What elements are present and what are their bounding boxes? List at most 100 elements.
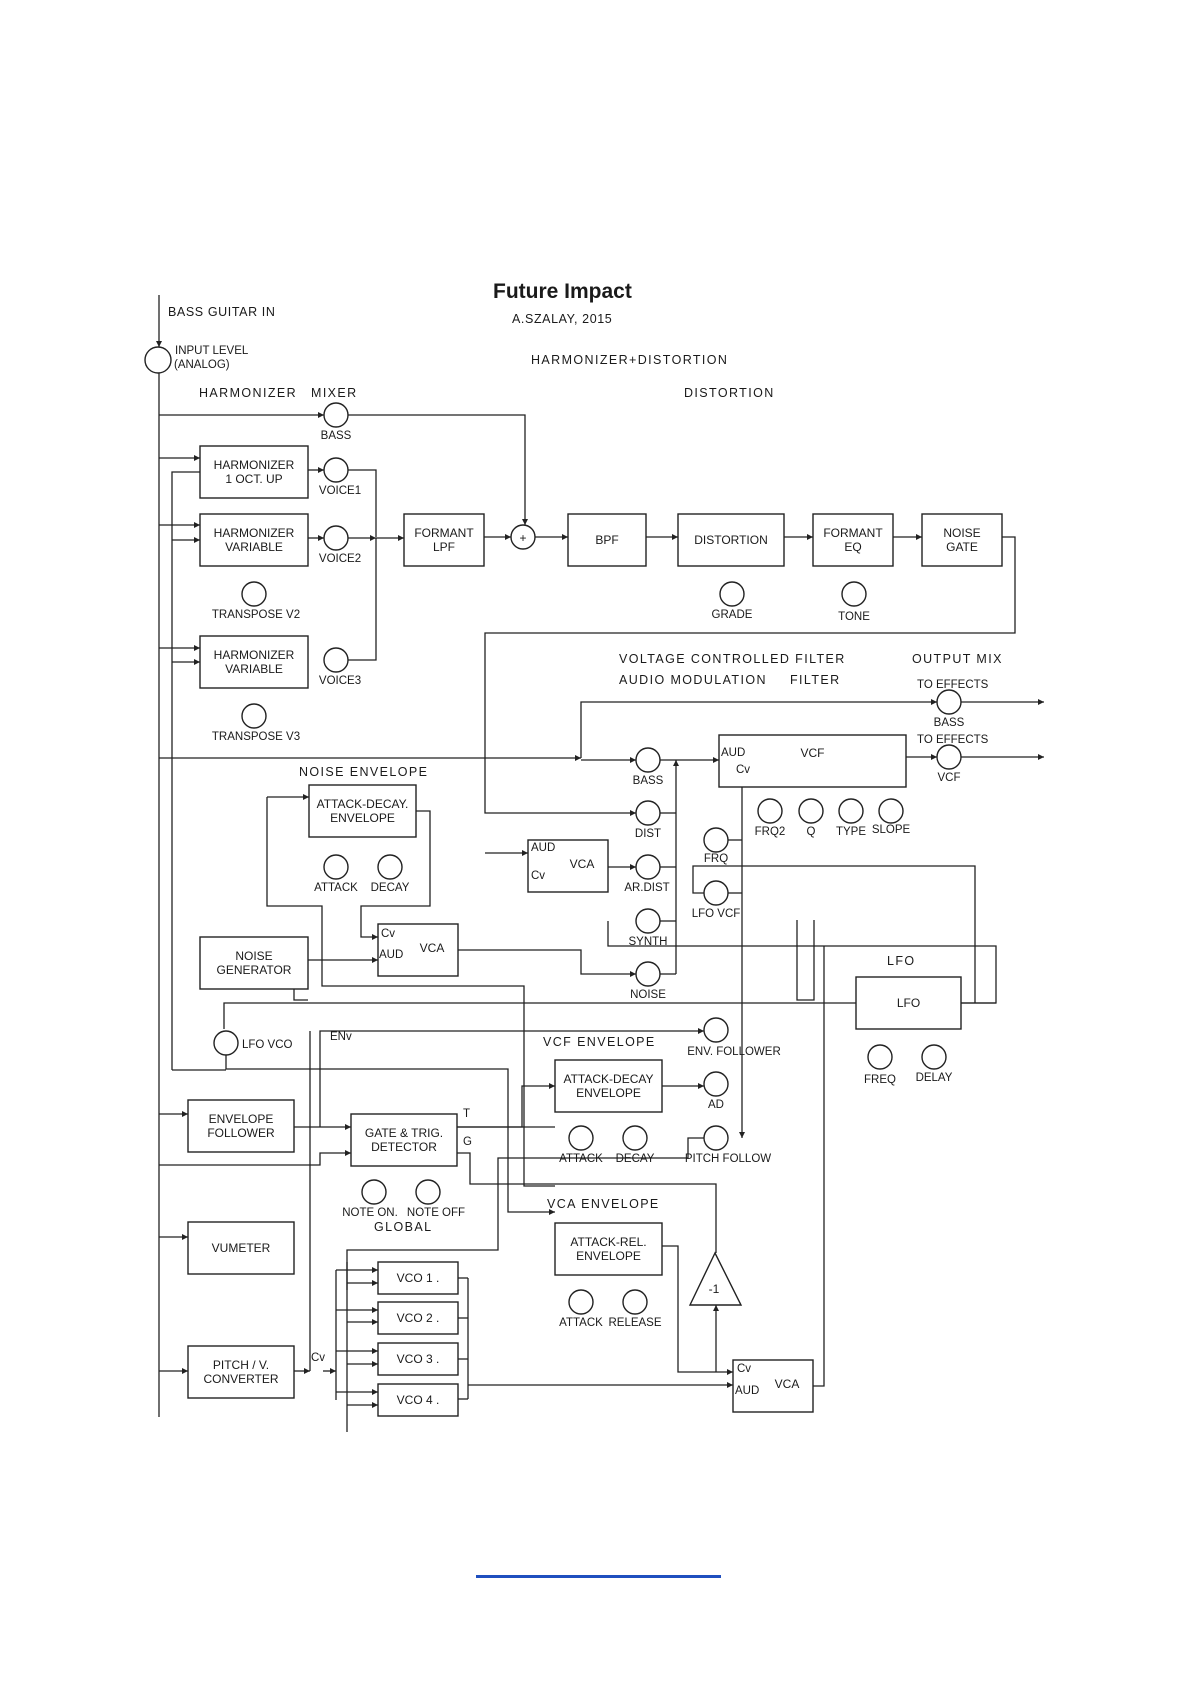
- arrow-head: [330, 1368, 336, 1374]
- arrow-head: [372, 1267, 378, 1273]
- knob-label: ENV. FOLLOWER: [687, 1046, 781, 1058]
- arrow-head: [672, 534, 678, 540]
- knob-vca-attack[interactable]: ATTACK: [559, 1289, 603, 1329]
- knob-circle[interactable]: [757, 798, 783, 824]
- block-label: ENVELOPE: [209, 1112, 274, 1126]
- knob-mod-synth[interactable]: SYNTH: [629, 908, 668, 948]
- knob-circle[interactable]: [719, 581, 745, 607]
- block-lfo: LFO: [855, 976, 962, 1030]
- knob-lfo-delay[interactable]: DELAY: [916, 1044, 953, 1084]
- knob-circle[interactable]: [936, 744, 962, 770]
- arrow-head: [372, 957, 378, 963]
- block-label: VARIABLE: [225, 540, 283, 554]
- arrow-head: [372, 1319, 378, 1325]
- block-label: VARIABLE: [225, 662, 283, 676]
- knob-slope[interactable]: SLOPE: [872, 798, 911, 836]
- knob-circle[interactable]: [635, 747, 661, 773]
- knob-circle[interactable]: [703, 1017, 729, 1043]
- footer-link[interactable]: [476, 1575, 721, 1578]
- knob-mod-noise[interactable]: NOISE: [630, 961, 666, 1001]
- knob-lfo-vcf[interactable]: LFO VCF: [692, 880, 741, 920]
- knob-type[interactable]: TYPE: [836, 798, 866, 838]
- knob-pitch-follow[interactable]: PITCH FOLLOW: [685, 1125, 771, 1165]
- knob-q[interactable]: Q: [798, 798, 824, 838]
- knob-voice3[interactable]: VOICE3: [319, 647, 361, 687]
- knob-tone[interactable]: TONE: [838, 581, 870, 623]
- inverter-label: -1: [709, 1282, 720, 1296]
- knob-lfo-vco[interactable]: LFO VCO: [213, 1030, 293, 1056]
- block-frame: [377, 923, 459, 977]
- knob-voice2[interactable]: VOICE2: [319, 525, 361, 565]
- knob-bass-mix[interactable]: BASS: [321, 402, 352, 442]
- block-frame: [732, 1359, 814, 1413]
- knob-circle[interactable]: [568, 1125, 594, 1151]
- knob-circle[interactable]: [568, 1289, 594, 1315]
- knob-circle[interactable]: [241, 581, 267, 607]
- knob-circle[interactable]: [936, 689, 962, 715]
- knob-ad-k[interactable]: AD: [703, 1071, 729, 1111]
- knob-mod-bass[interactable]: BASS: [633, 747, 664, 787]
- knob-circle[interactable]: [798, 798, 824, 824]
- wire: [457, 1085, 555, 1128]
- knob-vca-release[interactable]: RELEASE: [608, 1289, 662, 1329]
- block-frame: [377, 1301, 459, 1335]
- port-label-env: ENv: [330, 1031, 352, 1043]
- knob-frq2[interactable]: FRQ2: [755, 798, 786, 838]
- wire: [458, 949, 636, 975]
- knob-circle[interactable]: [323, 402, 349, 428]
- knob-mod-ardist[interactable]: AR.DIST: [624, 854, 670, 894]
- input-level-knob[interactable]: [144, 346, 172, 374]
- knob-circle[interactable]: [703, 1071, 729, 1097]
- port-label-aud: AUD: [379, 949, 403, 961]
- knob-circle[interactable]: [921, 1044, 947, 1070]
- knob-circle[interactable]: [377, 854, 403, 880]
- knob-circle[interactable]: [323, 525, 349, 551]
- knob-lfo-freq[interactable]: FREQ: [864, 1044, 896, 1086]
- knob-circle[interactable]: [867, 1044, 893, 1070]
- knob-circle[interactable]: [703, 880, 729, 906]
- knob-out-vcf[interactable]: VCF: [936, 744, 962, 784]
- knob-circle[interactable]: [703, 827, 729, 853]
- knob-circle[interactable]: [878, 798, 904, 824]
- knob-vcf-attack[interactable]: ATTACK: [559, 1125, 603, 1165]
- knob-transpose-v2[interactable]: TRANSPOSE V2: [212, 581, 300, 621]
- knob-circle[interactable]: [635, 854, 661, 880]
- knob-circle[interactable]: [213, 1030, 239, 1056]
- knob-circle[interactable]: [241, 703, 267, 729]
- knob-transpose-v3[interactable]: TRANSPOSE V3: [212, 703, 300, 743]
- knob-out-bass[interactable]: BASS: [934, 689, 965, 729]
- knob-circle[interactable]: [838, 798, 864, 824]
- block-vcf: VCF: [718, 734, 907, 788]
- knob-circle[interactable]: [415, 1179, 441, 1205]
- knob-circle[interactable]: [622, 1125, 648, 1151]
- port-label-aud: AUD: [721, 747, 745, 759]
- knob-circle[interactable]: [622, 1289, 648, 1315]
- knob-frq[interactable]: FRQ: [703, 827, 729, 865]
- knob-circle[interactable]: [841, 581, 867, 607]
- knob-circle[interactable]: [323, 647, 349, 673]
- knob-voice1[interactable]: VOICE1: [319, 457, 361, 497]
- knob-env-follow-k[interactable]: ENV. FOLLOWER: [687, 1017, 781, 1058]
- block-label: GENERATOR: [217, 963, 292, 977]
- knob-circle[interactable]: [635, 908, 661, 934]
- knob-noise-attack[interactable]: ATTACK: [314, 854, 358, 894]
- knob-label: FRQ: [704, 853, 728, 865]
- knob-mod-dist[interactable]: DIST: [635, 800, 661, 840]
- knob-circle[interactable]: [323, 854, 349, 880]
- arrow-head: [318, 467, 324, 473]
- knob-note-on[interactable]: NOTE ON.: [342, 1179, 398, 1219]
- knob-grade[interactable]: GRADE: [712, 581, 753, 621]
- block-frame: [921, 513, 1003, 567]
- knob-circle[interactable]: [323, 457, 349, 483]
- knob-circle[interactable]: [635, 800, 661, 826]
- knob-circle[interactable]: [361, 1179, 387, 1205]
- knob-vcf-decay[interactable]: DECAY: [616, 1125, 655, 1165]
- knob-noise-decay[interactable]: DECAY: [371, 854, 410, 894]
- knob-note-off[interactable]: NOTE OFF: [407, 1179, 465, 1219]
- knob-circle[interactable]: [635, 961, 661, 987]
- section-global: GLOBAL: [374, 1220, 432, 1234]
- arrow-head: [630, 757, 636, 763]
- knob-circle[interactable]: [703, 1125, 729, 1151]
